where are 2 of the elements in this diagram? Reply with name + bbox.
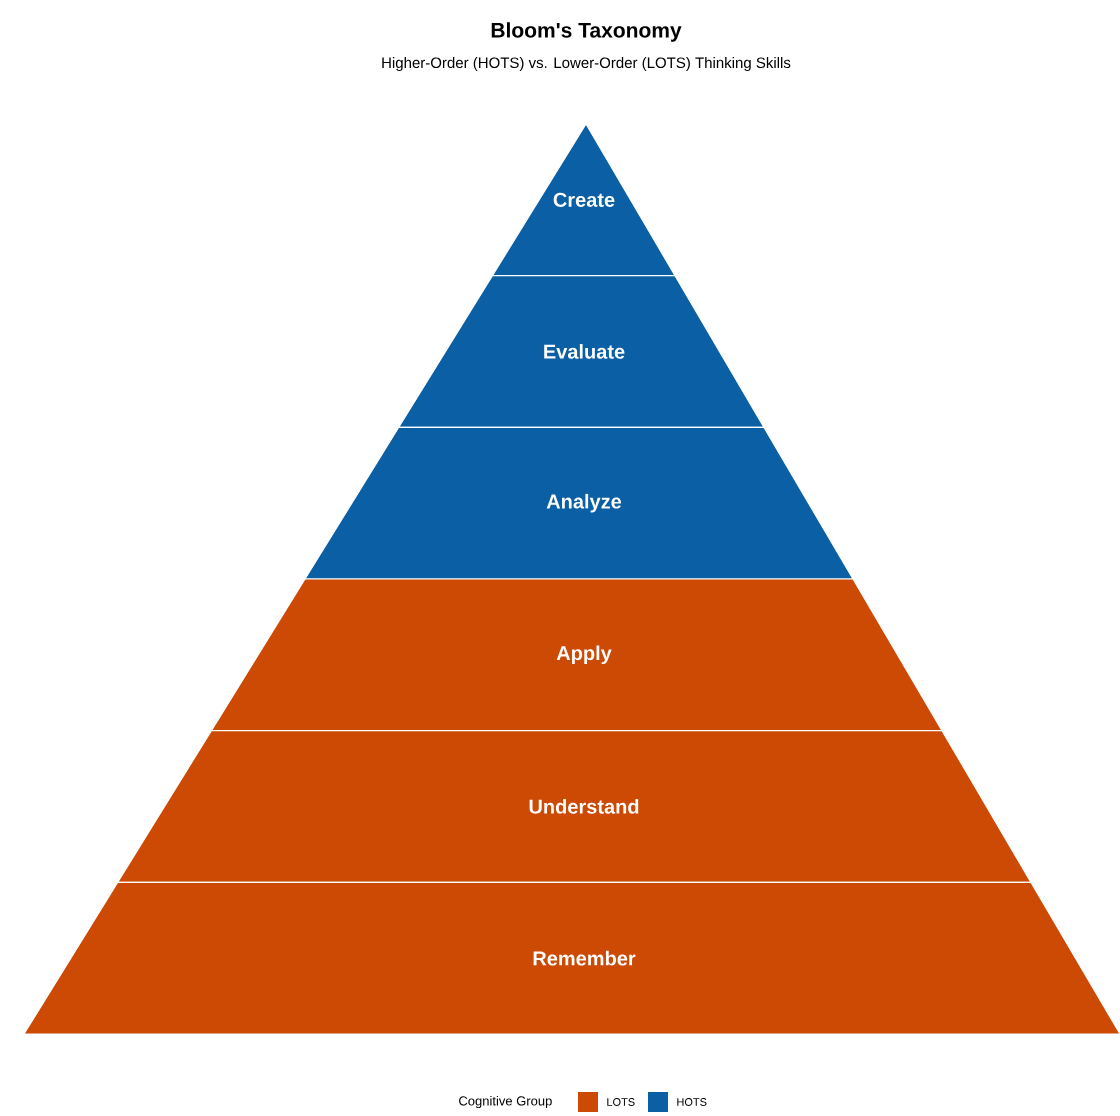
title: Bloom's Taxonomy xyxy=(491,22,682,42)
pyramid-band: Apply xyxy=(210,578,944,732)
